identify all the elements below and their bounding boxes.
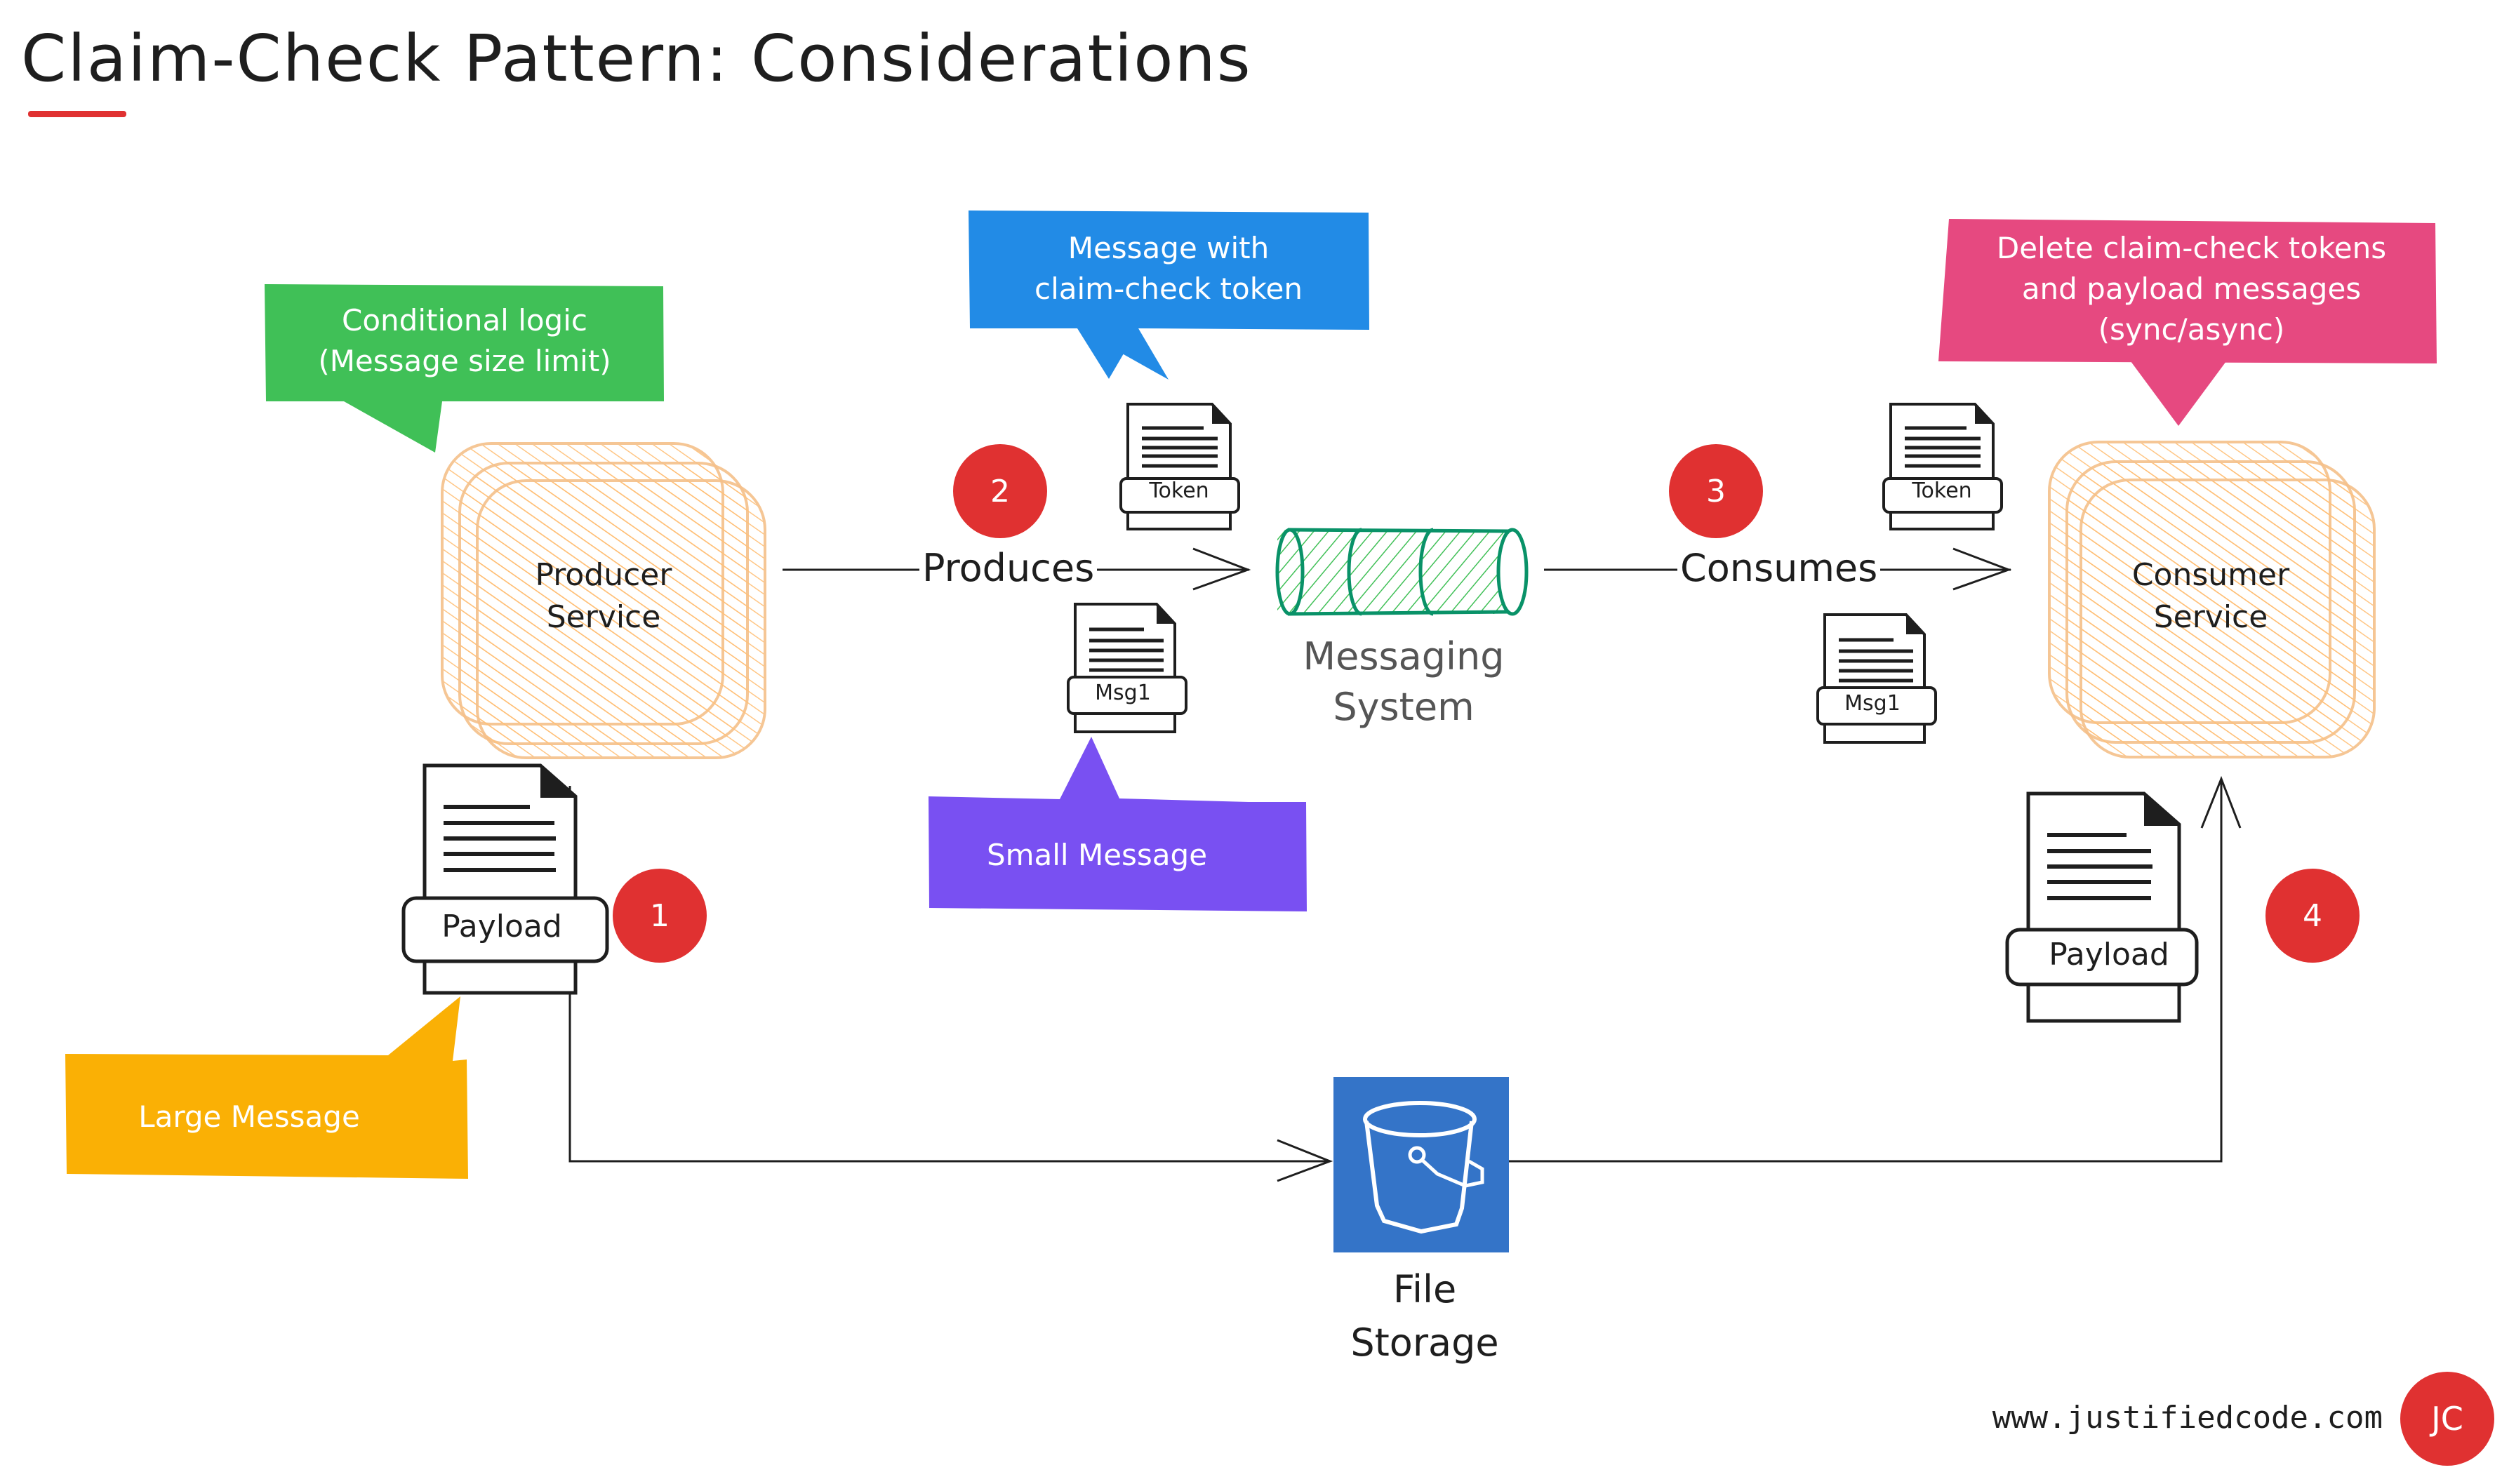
messaging-system-label: Messaging System <box>1303 634 1505 729</box>
document-icon <box>1067 603 1187 733</box>
note-message-with-token <box>969 210 1369 380</box>
storage-to-consumer-arrow <box>1509 775 2242 1163</box>
token-tag-label: Token <box>1912 479 1972 503</box>
producer-service[interactable] <box>441 442 766 759</box>
payload-tag-label: Payload <box>2049 937 2169 972</box>
note-message-with-token-text: Message with claim-check token <box>1034 231 1303 306</box>
note-small-message <box>929 737 1307 911</box>
produces-label: Produces <box>919 546 1098 591</box>
msg-tag-label: Msg1 <box>1844 691 1901 716</box>
token-tag-label: Token <box>1149 479 1209 503</box>
file-storage-label: File Storage <box>1350 1267 1499 1365</box>
note-large-message <box>65 996 468 1179</box>
diagram-title: Claim-Check Pattern: Considerations <box>21 21 1252 96</box>
note-large-message-text: Large Message <box>138 1099 360 1134</box>
note-small-message-text: Small Message <box>986 838 1208 872</box>
msg-tag-label: Msg1 <box>1095 681 1151 705</box>
note-delete-tokens-text: Delete claim-check tokens and payload me… <box>1996 231 2387 347</box>
consumes-label: Consumes <box>1677 546 1881 591</box>
document-icon <box>1816 613 1937 744</box>
document-icon <box>401 763 609 995</box>
document-icon <box>2005 791 2199 1023</box>
note-conditional-logic-text: Conditional logic (Message size limit) <box>318 303 611 378</box>
consumer-service-label: Consumer Service <box>2131 557 2290 635</box>
step-badge-2: 2 <box>953 444 1047 538</box>
bucket-icon[interactable] <box>1333 1077 1509 1252</box>
footer-url-link[interactable]: www.justifiedcode.com <box>1992 1400 2383 1436</box>
note-delete-tokens <box>1938 219 2437 426</box>
payload-tag-label: Payload <box>441 909 562 944</box>
title-underline <box>28 111 126 117</box>
cylinder-queue-icon[interactable] <box>1275 528 1529 616</box>
document-icon <box>1882 403 2003 530</box>
producer-service-label: Producer Service <box>535 557 672 635</box>
note-conditional-logic <box>265 284 664 453</box>
step-badge-3: 3 <box>1669 444 1763 538</box>
step-badge-4: 4 <box>2265 869 2360 963</box>
step-badge-1: 1 <box>613 869 707 963</box>
consumer-service[interactable] <box>2048 441 2376 758</box>
document-icon <box>1119 403 1240 530</box>
brand-logo: JC <box>2400 1372 2494 1466</box>
